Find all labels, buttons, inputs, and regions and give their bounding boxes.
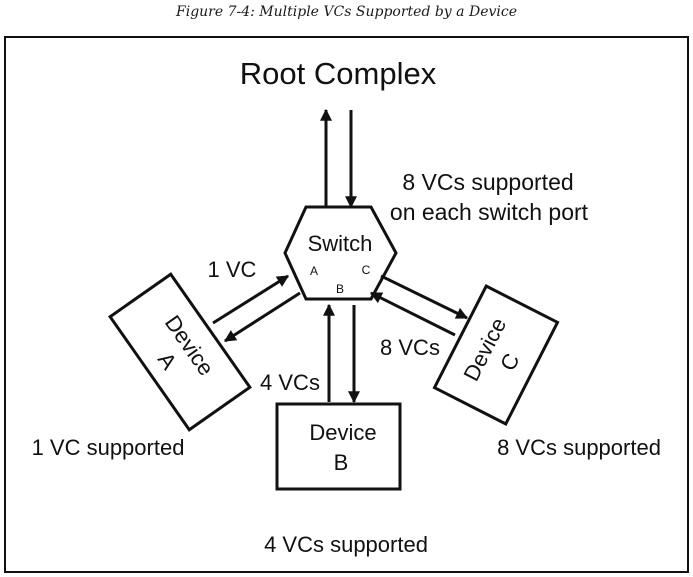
switch-port-c: C	[362, 263, 371, 277]
switch-node: Switch A C B	[283, 205, 398, 301]
switch-port-a: A	[310, 264, 318, 278]
device-a: Device A	[108, 272, 252, 432]
device-c: Device C	[432, 284, 560, 426]
root-complex-label: Root Complex	[240, 56, 437, 91]
deviceA-link-label: 1 VC	[208, 257, 257, 282]
switch-port-b: B	[336, 282, 344, 296]
device-c-box	[432, 284, 560, 426]
deviceB-link-label: 4 VCs	[260, 370, 320, 395]
deviceB-support-label: 4 VCs supported	[264, 532, 428, 557]
deviceC-support-label: 8 VCs supported	[497, 435, 661, 460]
figure-frame	[4, 36, 689, 573]
deviceA-support-label: 1 VC supported	[32, 435, 185, 460]
figure-caption: Figure 7-4: Multiple VCs Supported by a …	[176, 4, 517, 20]
deviceC-link-label: 8 VCs	[380, 335, 440, 360]
switch-note-line2: on each switch port	[390, 199, 589, 225]
device-b-box	[275, 402, 402, 491]
device-b-line1: Device	[309, 420, 376, 445]
device-b-line2: B	[334, 450, 349, 475]
device-b: Device B	[275, 402, 402, 491]
arrow-switch-to-deviceC	[380, 274, 469, 320]
switch-note-line1: 8 VCs supported	[402, 169, 573, 195]
arrow-deviceC-to-switch	[369, 291, 456, 337]
arrow-deviceA-to-switch	[212, 274, 290, 325]
arrow-switch-to-deviceA	[223, 291, 301, 343]
device-a-box	[108, 272, 252, 432]
switch-label: Switch	[308, 231, 373, 256]
